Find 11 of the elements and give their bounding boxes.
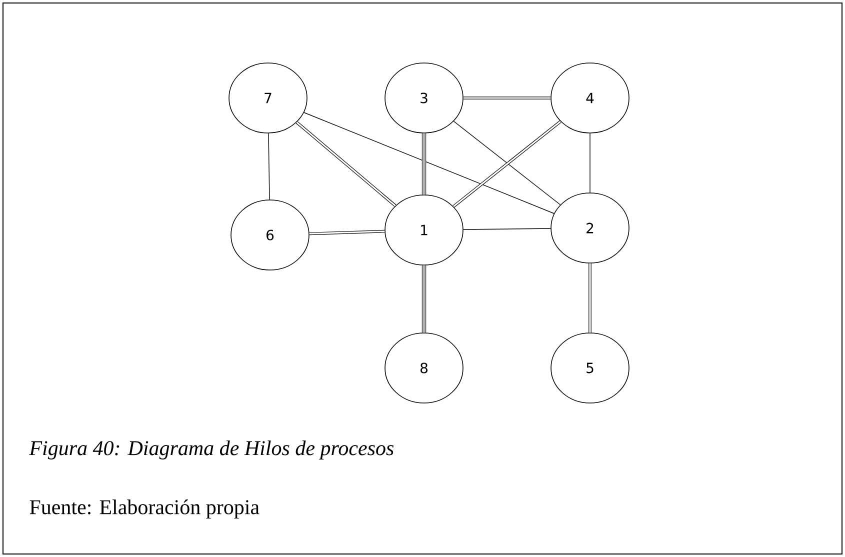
connector-line (422, 133, 426, 195)
connector-line (588, 263, 592, 333)
connector-line (309, 230, 385, 236)
figure-caption: Figura 40: Diagrama de Hilos de procesos (29, 440, 394, 460)
connector-line (422, 265, 426, 333)
connector-line (304, 112, 554, 214)
connector-line (463, 96, 551, 100)
source-note: Fuente: Elaboración propia (30, 499, 260, 519)
connector-line (296, 121, 396, 207)
connector-line (463, 228, 551, 230)
connector-line (268, 133, 270, 200)
